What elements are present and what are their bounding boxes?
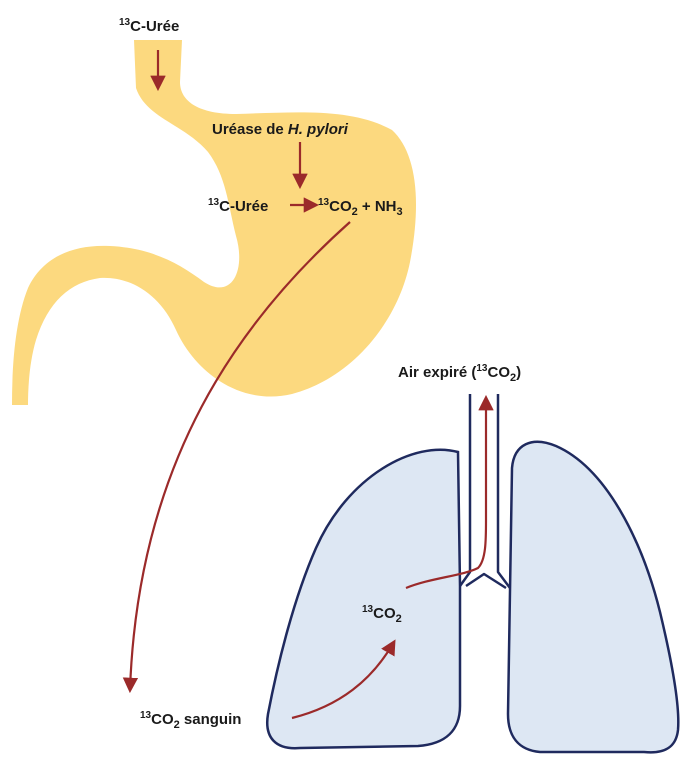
reaction-nh3-sub: 3 bbox=[397, 206, 403, 218]
reaction-co2-sup: 13 bbox=[318, 197, 330, 208]
urease-text: Uréase de bbox=[212, 121, 288, 138]
reaction-urea-text: C-Urée bbox=[219, 198, 268, 215]
top-urea-sup: 13 bbox=[119, 17, 131, 28]
expired-air-label: Air expiré (13CO2) bbox=[398, 363, 521, 384]
blood-co2-label: 13CO2 sanguin bbox=[140, 710, 241, 731]
blood-co2-sup: 13 bbox=[140, 710, 152, 721]
urease-species: H. pylori bbox=[288, 121, 349, 138]
reaction-urea-label: 13C-Urée bbox=[208, 197, 268, 215]
reaction-co2-text: CO bbox=[329, 198, 352, 215]
top-urea-label: 13C-Urée bbox=[119, 17, 179, 35]
top-urea-text: C-Urée bbox=[130, 18, 179, 35]
expired-air-sup: 13 bbox=[476, 363, 488, 374]
urease-label: Uréase de H. pylori bbox=[212, 121, 349, 138]
blood-co2-suffix: sanguin bbox=[180, 711, 242, 728]
lung-co2-sub: 2 bbox=[396, 613, 402, 625]
reaction-products-label: 13CO2 + NH3 bbox=[318, 197, 403, 218]
right-lung bbox=[508, 442, 678, 753]
reaction-plus-nh: + NH bbox=[358, 198, 397, 215]
expired-air-close: ) bbox=[516, 364, 521, 381]
blood-co2-text: CO bbox=[151, 711, 174, 728]
left-lung bbox=[267, 450, 460, 748]
lung-co2-text: CO bbox=[373, 605, 396, 622]
stomach-shape bbox=[12, 40, 416, 405]
lung-co2-sup: 13 bbox=[362, 604, 374, 615]
expired-air-text: Air expiré ( bbox=[398, 364, 476, 381]
reaction-urea-sup: 13 bbox=[208, 197, 220, 208]
expired-air-co: CO bbox=[488, 364, 511, 381]
